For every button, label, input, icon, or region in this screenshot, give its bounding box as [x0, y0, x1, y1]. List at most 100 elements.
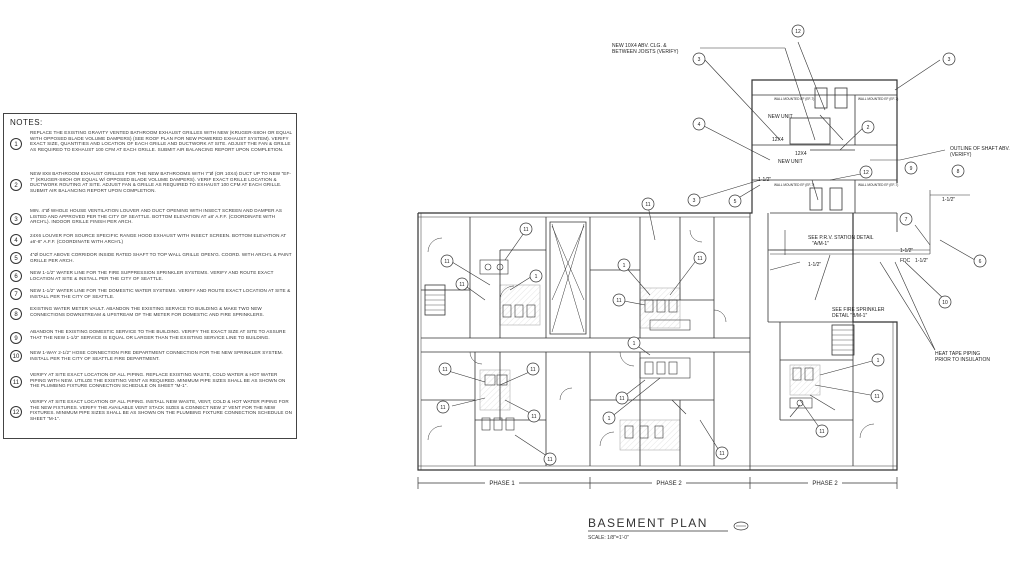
- note-number: 7: [10, 288, 22, 300]
- tag-11-i: 11: [615, 391, 629, 405]
- exterior-wall-west-south: [417, 213, 898, 471]
- callout-pipe-d: 1-1/2": [808, 262, 821, 268]
- tag-1-a: 1: [529, 269, 543, 283]
- tag-3-c: 3: [687, 193, 701, 207]
- note-text: NEW 1-WAY 2-1/2" HOSE CONNECTION FIRE DE…: [30, 350, 284, 361]
- svg-text:11: 11: [645, 202, 650, 208]
- svg-text:4: 4: [698, 122, 701, 128]
- svg-text:1: 1: [877, 358, 880, 364]
- callout-new-duct-2: BETWEEN JOISTS (VERIFY): [612, 49, 679, 55]
- callout-pipe-c: 1-1/2": [915, 258, 928, 264]
- tag-11-d: 11: [693, 251, 707, 265]
- note-text: NEW 1-1/2" WATER LINE FOR THE DOMESTIC W…: [30, 288, 291, 299]
- note-number: 1: [10, 138, 22, 150]
- svg-text:11: 11: [459, 282, 464, 288]
- note-number: 6: [10, 270, 22, 282]
- note-text: ABANDON THE EXISTING DOMESTIC SERVICE TO…: [30, 329, 286, 340]
- callout-pipe-a: 1-1/2": [942, 197, 955, 203]
- note-number: 4: [10, 234, 22, 246]
- note-text: REPLACE THE EXISTING GRAVITY VENTED BATH…: [30, 130, 292, 152]
- svg-text:1: 1: [623, 263, 626, 269]
- callout-duct-size-1: 12X4: [772, 137, 784, 143]
- tag-11-m: 11: [815, 424, 829, 438]
- svg-text:8: 8: [957, 169, 960, 175]
- callout-fan-4: WALL MOUNTED EF (EF-7): [774, 183, 814, 187]
- callout-heat-tape-1: HEAT TAPE PIPING: [935, 351, 980, 357]
- svg-text:1: 1: [535, 274, 538, 280]
- svg-text:6: 6: [979, 259, 982, 265]
- tag-11-g: 11: [438, 362, 452, 376]
- drawing-title: BASEMENT PLAN: [588, 516, 708, 530]
- tag-12-b: 12: [859, 165, 873, 179]
- svg-text:11: 11: [440, 405, 445, 411]
- north-arrow-icon: [733, 521, 749, 531]
- note-text: VERIFY AT SITE EXACT LOCATION OF ALL PIP…: [30, 372, 286, 389]
- callout-labels: NEW 10X4 ABV. CLG. & BETWEEN JOISTS (VER…: [612, 43, 1010, 363]
- svg-text:11: 11: [874, 394, 879, 400]
- svg-text:11: 11: [530, 367, 535, 373]
- svg-text:1: 1: [608, 416, 611, 422]
- svg-text:12: 12: [863, 170, 869, 176]
- callout-prv-1: SEE P.R.V. STATION DETAIL: [808, 235, 874, 241]
- callout-duct-size-2: 12X4: [795, 151, 807, 157]
- callout-fan-1: WALL MOUNTED EF (EF-7): [858, 97, 898, 101]
- callout-shaft-1: OUTLINE OF SHAFT ABV.: [950, 146, 1010, 152]
- svg-text:5: 5: [734, 199, 737, 205]
- note-number: 8: [10, 308, 22, 320]
- svg-text:11: 11: [547, 457, 552, 463]
- callout-fan-2: WALL MOUNTED EF (EF-7): [774, 97, 814, 101]
- note-text: NEW 8X8 BATHROOM EXHAUST GRILLES FOR THE…: [30, 171, 291, 193]
- svg-text:10: 10: [942, 300, 948, 306]
- tag-11-k: 11: [436, 400, 450, 414]
- note-text: EXISTING WATER METER VAULT. ABANDON THE …: [30, 306, 265, 317]
- tag-12-a: 12: [791, 24, 805, 38]
- svg-text:11: 11: [619, 396, 624, 402]
- svg-text:9: 9: [910, 166, 913, 172]
- svg-text:3: 3: [948, 57, 951, 63]
- fixture-group-west-south: [479, 369, 515, 431]
- svg-text:3: 3: [693, 198, 696, 204]
- note-number: 5: [10, 252, 22, 264]
- tag-9: 9: [904, 161, 918, 175]
- callout-pipe-b: 1-1/2": [900, 248, 913, 254]
- callout-pipe-e: 1-1/2": [758, 177, 771, 183]
- tag-11-o: 11: [715, 446, 729, 460]
- tag-3-b: 3: [942, 52, 956, 66]
- tag-11-a: 11: [641, 197, 655, 211]
- svg-text:1: 1: [633, 341, 636, 347]
- tag-7: 7: [899, 212, 913, 226]
- svg-text:11: 11: [444, 259, 449, 265]
- tag-1-e: 1: [602, 411, 616, 425]
- phase-label-1: PHASE 1: [489, 481, 515, 487]
- svg-text:11: 11: [697, 256, 702, 262]
- svg-text:11: 11: [719, 451, 724, 457]
- fixture-group-middle-south: [619, 357, 691, 451]
- callout-new-duct: NEW 10X4 ABV. CLG. &: [612, 43, 667, 49]
- note-number: 3: [10, 213, 22, 225]
- callout-fan-3: WALL MOUNTED EF (EF-7): [858, 183, 898, 187]
- tag-11-f: 11: [612, 293, 626, 307]
- tag-11-b: 11: [519, 222, 533, 236]
- tag-11-l: 11: [527, 409, 541, 423]
- tag-3-a: 3: [692, 52, 706, 66]
- tag-11-c: 11: [440, 254, 454, 268]
- phase-label-3: PHASE 2: [812, 481, 838, 487]
- fixture-group-west-north: [479, 259, 541, 326]
- note-text: VERIFY AT SITE EXACT LOCATION OF ALL PIP…: [30, 399, 292, 421]
- tag-11-n: 11: [543, 452, 557, 466]
- phase-label-2: PHASE 2: [656, 481, 682, 487]
- drawing-title-block: BASEMENT PLAN SCALE: 1/8"=1'-0": [588, 516, 749, 541]
- tag-11-h: 11: [526, 362, 540, 376]
- tag-11-j: 11: [870, 389, 884, 403]
- note-number: 2: [10, 179, 22, 191]
- note-text: 24X6 LOUVER FOR SOURCE SPECIFIC RANGE HO…: [30, 233, 287, 244]
- callout-fdc: FDC: [900, 258, 911, 264]
- tag-1-c: 1: [627, 336, 641, 350]
- callout-prv-2: "A/M-1": [812, 241, 829, 247]
- note-text: NEW 1-1/2" WATER LINE FOR THE FIRE SUPPR…: [30, 270, 274, 281]
- callout-new-unit-2: NEW UNIT: [778, 159, 803, 165]
- svg-text:11: 11: [616, 298, 621, 304]
- tag-11-e: 11: [455, 277, 469, 291]
- callout-new-unit-1: NEW UNIT: [768, 114, 793, 120]
